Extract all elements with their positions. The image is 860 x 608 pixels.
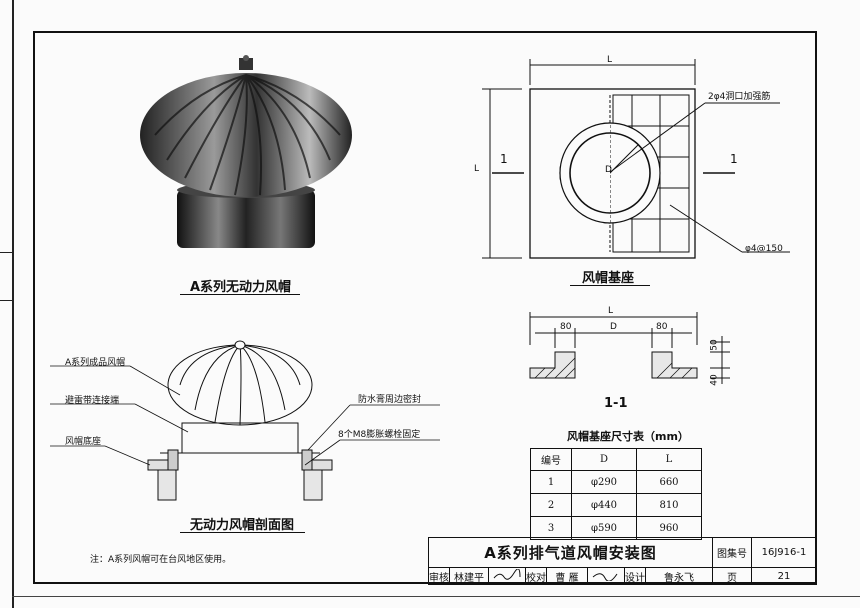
binding-mark [0, 252, 12, 253]
callout-rebar-spacing: φ4@150 [745, 244, 783, 254]
label-seal: 防水膏周边密封 [358, 395, 422, 405]
drawing-frame [33, 31, 817, 584]
section-dim-L: L [608, 306, 614, 316]
caption-underline [180, 532, 305, 533]
label-cap-base: 风帽底座 [65, 437, 102, 447]
binding-mark [0, 300, 12, 301]
table-header-cell: L [636, 448, 702, 471]
table-row: 3 φ590 960 [530, 516, 702, 540]
atlas-number: 16J916-1 [751, 537, 817, 568]
cutaway-drawing [147, 340, 333, 501]
table-cell: φ440 [571, 493, 637, 517]
cutaway-leaders [50, 365, 440, 466]
ventilator-photo [140, 55, 352, 248]
dim-L-left: L [474, 164, 480, 174]
photo-caption: A系列无动力风帽 [190, 280, 292, 295]
section-dim-40: 40 [709, 374, 720, 386]
section-dim-80-right: 80 [656, 322, 668, 332]
label-lightning-connector: 避雷带连接端 [65, 396, 120, 406]
section-dim-D: D [610, 322, 617, 332]
label-bolts: 8个M8膨胀螺栓固定 [338, 430, 421, 440]
section-dim-80-left: 80 [560, 322, 572, 332]
check-label: 校对 [525, 567, 547, 585]
diameter-label: D [605, 165, 612, 175]
table-cell: 2 [530, 493, 572, 517]
page-label: 页 [712, 567, 752, 585]
caption-underline [180, 294, 300, 295]
checker-signature [587, 567, 625, 585]
binding-edge-line [12, 0, 14, 608]
size-table: 编号 D L 1 φ290 660 2 φ440 810 3 φ590 960 [530, 448, 702, 540]
checker-name: 曹 雁 [546, 567, 588, 585]
reviewer-name: 林建平 [449, 567, 489, 585]
design-label: 设计 [624, 567, 646, 585]
table-cell: 960 [636, 516, 702, 540]
designer-name: 鲁永飞 [645, 567, 713, 585]
atlas-label: 图集号 [712, 537, 752, 568]
size-table-title: 风帽基座尺寸表（mm） [567, 430, 689, 443]
table-cell: 1 [530, 470, 572, 494]
table-cell: φ290 [571, 470, 637, 494]
drawing-note: 注：A系列风帽可在台风地区使用。 [90, 555, 232, 565]
section-mark-left: 1 [500, 152, 508, 166]
label-product-cap: A系列成品风帽 [65, 358, 126, 368]
table-cell: 660 [636, 470, 702, 494]
table-cell: 810 [636, 493, 702, 517]
base-plan-caption: 风帽基座 [582, 271, 635, 286]
section-mark-right: 1 [730, 152, 738, 166]
table-header-cell: D [571, 448, 637, 471]
section-caption: 1-1 [604, 396, 628, 411]
section-dim-50: 50 [709, 339, 720, 351]
table-row: 1 φ290 660 [530, 470, 702, 494]
table-row: 2 φ440 810 [530, 493, 702, 517]
page-number: 21 [751, 567, 817, 585]
page-bottom-line [12, 596, 860, 597]
reviewer-signature [488, 567, 526, 585]
table-header-cell: 编号 [530, 448, 572, 471]
drawing-title: A系列排气道风帽安装图 [428, 537, 713, 568]
cutaway-caption: 无动力风帽剖面图 [190, 518, 295, 533]
section-drawing [529, 312, 730, 384]
callout-reinforcement: 2φ4洞口加强筋 [708, 92, 771, 102]
caption-underline [570, 285, 650, 286]
table-header-row: 编号 D L [530, 448, 702, 471]
dim-L-top: L [607, 55, 613, 65]
review-label: 审核 [428, 567, 450, 585]
base-plan-drawing [482, 59, 790, 259]
title-block: A系列排气道风帽安装图 图集号 16J916-1 审核 林建平 校对 曹 雁 设… [428, 537, 817, 585]
